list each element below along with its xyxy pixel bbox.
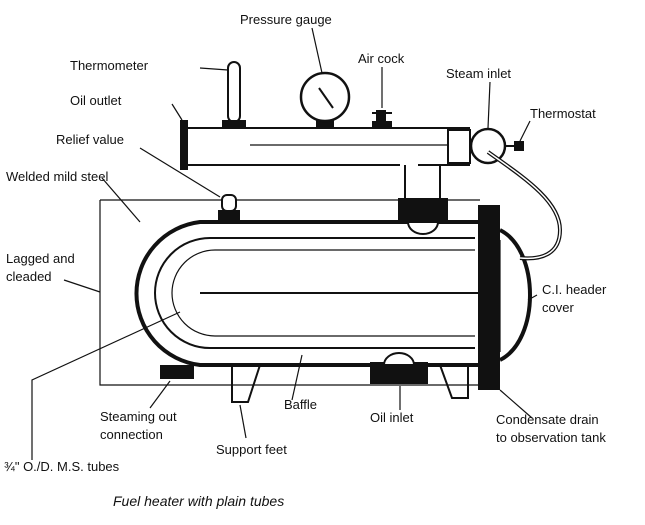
gauge-base: [316, 120, 334, 129]
air-cock-base: [372, 121, 392, 129]
label-ci-header-line2: cover: [542, 300, 574, 315]
top-nozzle-bowl: [406, 221, 440, 235]
label-steaming-line2: connection: [100, 427, 163, 442]
air-cock-body: [376, 110, 386, 122]
label-thermometer: Thermometer: [70, 58, 149, 73]
upper-pipe-drop: [404, 165, 441, 200]
steam-inlet-valve: [469, 127, 507, 165]
label-condensate-line2: to observation tank: [496, 430, 606, 445]
header-cover: [499, 228, 532, 362]
upper-pipe: [185, 127, 470, 166]
label-oil-outlet: Oil outlet: [70, 93, 122, 108]
steam-coil-pipe-inner: [487, 151, 561, 260]
label-pressure-gauge: Pressure gauge: [240, 12, 332, 27]
label-tubes: ¾" O./D. M.S. tubes: [4, 459, 120, 474]
support-foot-right: [439, 364, 469, 399]
steaming-out-connection: [160, 365, 194, 379]
relief-valve: [221, 194, 237, 212]
label-welded-mild-steel: Welded mild steel: [6, 169, 108, 184]
relief-valve-base: [218, 210, 240, 222]
baffle-u-outer: [154, 237, 475, 349]
label-support-feet: Support feet: [216, 442, 287, 457]
top-nozzle: [398, 198, 448, 222]
oil-inlet-bowl: [382, 352, 416, 366]
header-box: [447, 129, 471, 164]
baffle-u-inner: [171, 249, 475, 337]
label-ci-header-line1: C.I. header: [542, 282, 607, 297]
label-steaming-line1: Steaming out: [100, 409, 177, 424]
thermostat-body: [514, 141, 524, 151]
label-lagged-line2: cleaded: [6, 269, 52, 284]
label-baffle: Baffle: [284, 397, 317, 412]
support-foot-left: [231, 364, 261, 403]
oil-outlet-flange: [180, 120, 188, 170]
label-thermostat: Thermostat: [530, 106, 596, 121]
oil-inlet-nozzle: [370, 362, 428, 384]
figure-caption: Fuel heater with plain tubes: [113, 493, 284, 509]
label-relief-value: Relief value: [56, 132, 124, 147]
header-flange: [478, 205, 500, 380]
label-steam-inlet: Steam inlet: [446, 66, 511, 81]
label-oil-inlet: Oil inlet: [370, 410, 414, 425]
main-shell: [134, 220, 487, 367]
leader-lines: [31, 27, 538, 460]
condensate-drain: [478, 380, 500, 390]
label-air-cock: Air cock: [358, 51, 405, 66]
gauge-needle: [318, 87, 334, 109]
thermometer-base: [222, 120, 246, 129]
thermometer-stem: [227, 61, 241, 123]
label-lagged-line1: Lagged and: [6, 251, 75, 266]
label-condensate-line1: Condensate drain: [496, 412, 599, 427]
